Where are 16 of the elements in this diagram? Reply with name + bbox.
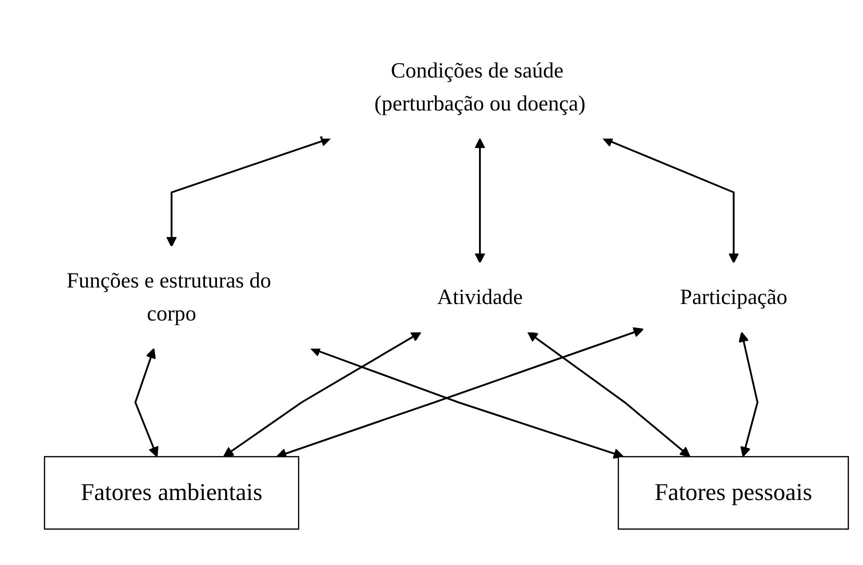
arrow bbox=[276, 326, 644, 458]
node-text: Participação bbox=[680, 284, 788, 308]
node-text: Condições de saúde (perturbação ou doença) bbox=[374, 58, 586, 115]
diagram: Condições de saúde (perturbação ou doença) Funções e estruturas do corpo Atividade Participação Fatores ambientais Fatores pessoais bbox=[5, 26, 858, 538]
node-box bbox=[618, 456, 849, 530]
arrow bbox=[738, 331, 758, 457]
node-box bbox=[44, 456, 300, 530]
arrow bbox=[527, 331, 690, 457]
arrow bbox=[310, 346, 624, 458]
arrow bbox=[602, 136, 739, 264]
node-text: Atividade bbox=[437, 284, 523, 308]
arrow bbox=[166, 136, 332, 247]
arrow bbox=[223, 331, 422, 457]
arrow bbox=[134, 348, 158, 457]
arrow bbox=[474, 138, 486, 264]
node-text: Funções e estruturas do corpo bbox=[66, 268, 272, 325]
